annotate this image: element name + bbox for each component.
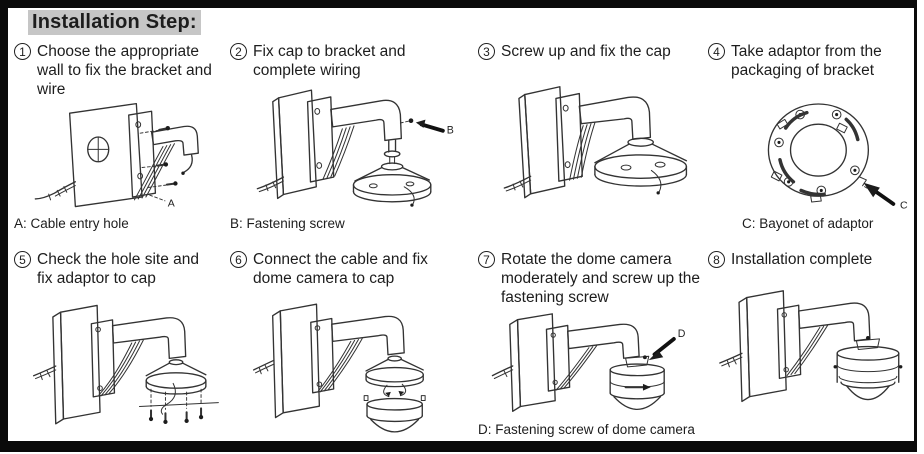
step-2-illustration: B bbox=[256, 89, 454, 207]
step-2-panel: 2 Fix cap to bracket and complete wiring bbox=[230, 42, 470, 242]
step-4-header: 4 Take adaptor from the packaging of bra… bbox=[708, 42, 916, 80]
step-6-panel: 6 Connect the cable and fix dome camera … bbox=[230, 250, 470, 450]
step-6-header: 6 Connect the cable and fix dome camera … bbox=[230, 250, 470, 288]
step-6-number-badge: 6 bbox=[230, 251, 247, 268]
step-5-header: 5 Check the hole site and fix adaptor to… bbox=[14, 250, 226, 288]
step-4-title: Take adaptor from the packaging of brack… bbox=[731, 43, 882, 79]
step-6-illustration bbox=[252, 303, 426, 433]
step-2-title: Fix cap to bracket and complete wiring bbox=[253, 43, 406, 79]
step-1-title: Choose the appropriate wall to fix the b… bbox=[37, 43, 212, 98]
step-8-header: 8 Installation complete bbox=[708, 250, 918, 269]
page-title: Installation Step: bbox=[28, 10, 201, 35]
step-3-panel: 3 Screw up and fix the cap bbox=[478, 42, 706, 242]
step-6-title: Connect the cable and fix dome camera to… bbox=[253, 251, 428, 287]
caption-fastening-screw: B: Fastening screw bbox=[230, 216, 345, 231]
step-5-illustration bbox=[32, 304, 219, 425]
step-1-number-badge: 1 bbox=[14, 43, 31, 60]
step-7-panel: 7 Rotate the dome camera moderately and … bbox=[478, 250, 710, 450]
step-5-panel: 5 Check the hole site and fix adaptor to… bbox=[14, 250, 226, 450]
caption-cable-entry-hole: A: Cable entry hole bbox=[14, 216, 129, 231]
step-7-title: Rotate the dome camera moderately and sc… bbox=[501, 251, 701, 306]
caption-bayonet-of-adaptor: C: Bayonet of adaptor bbox=[742, 216, 874, 231]
step-2-number-badge: 2 bbox=[230, 43, 247, 60]
step-8-number-badge: 8 bbox=[708, 251, 725, 268]
step-5-title: Check the hole site and fix adaptor to c… bbox=[37, 251, 199, 287]
step-7-illustration: D bbox=[491, 313, 686, 412]
step-1-panel: 1 Choose the appropriate wall to fix the… bbox=[14, 42, 226, 242]
step-8-illustration bbox=[719, 290, 903, 403]
step-8-title: Installation complete bbox=[731, 251, 873, 268]
annotation-b-label: B bbox=[447, 125, 454, 137]
step-2-header: 2 Fix cap to bracket and complete wiring bbox=[230, 42, 470, 80]
step-5-number-badge: 5 bbox=[14, 251, 31, 268]
annotation-d-label: D bbox=[678, 328, 686, 340]
step-1-illustration: A bbox=[34, 102, 199, 210]
annotation-a-label: A bbox=[168, 199, 175, 210]
step-7-header: 7 Rotate the dome camera moderately and … bbox=[478, 250, 710, 307]
step-3-number-badge: 3 bbox=[478, 43, 495, 60]
step-4-panel: 4 Take adaptor from the packaging of bra… bbox=[708, 42, 916, 242]
caption-fastening-screw-dome-camera: D: Fastening screw of dome camera bbox=[478, 422, 695, 437]
step-4-illustration: C bbox=[767, 103, 908, 212]
step-3-header: 3 Screw up and fix the cap bbox=[478, 42, 706, 61]
step-1-header: 1 Choose the appropriate wall to fix the… bbox=[14, 42, 226, 99]
step-7-number-badge: 7 bbox=[478, 251, 495, 268]
step-3-title: Screw up and fix the cap bbox=[501, 43, 671, 60]
step-3-illustration bbox=[503, 86, 688, 199]
annotation-c-label: C bbox=[900, 200, 908, 212]
step-8-panel: 8 Installation complete bbox=[708, 250, 918, 450]
step-4-number-badge: 4 bbox=[708, 43, 725, 60]
